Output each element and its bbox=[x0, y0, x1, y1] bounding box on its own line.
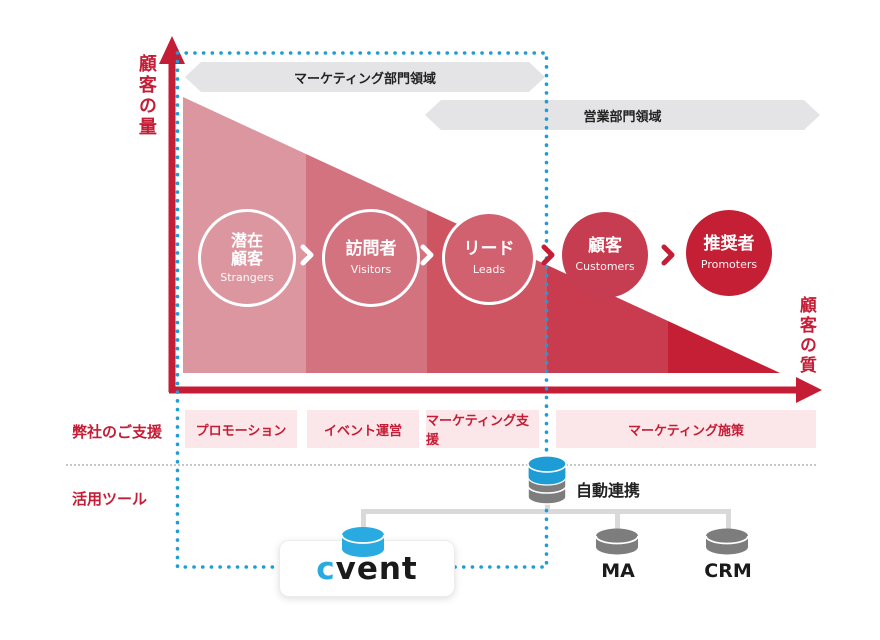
support-box-label: イベント運営 bbox=[323, 423, 402, 439]
ma-label: MA bbox=[601, 560, 635, 582]
stage-jp-label: リード bbox=[463, 239, 515, 260]
chevron-right-icon bbox=[541, 244, 555, 266]
sales-department-banner-label: 営業部門領域 bbox=[583, 109, 662, 125]
y-axis-label: 顧客の量 bbox=[135, 54, 157, 138]
section-divider bbox=[66, 464, 816, 466]
stage-en-label: Strangers bbox=[220, 271, 274, 285]
support-row-label: 弊社のご支援 bbox=[72, 423, 163, 441]
database-stack-icon bbox=[527, 455, 567, 505]
stage-en-label: Promoters bbox=[700, 257, 758, 271]
connector-crm-stub bbox=[726, 509, 731, 533]
auto-link-label: 自動連携 bbox=[576, 481, 641, 500]
support-box-marketing-support: マーケティング支援 bbox=[426, 410, 539, 448]
x-axis-arrowhead-icon bbox=[796, 377, 822, 403]
ma-database-icon bbox=[595, 528, 639, 555]
cvent-logo-c: c bbox=[316, 550, 336, 587]
chevron-right-icon bbox=[300, 244, 314, 266]
funnel-triangle-segment-4 bbox=[547, 265, 668, 373]
crm-label: CRM bbox=[704, 560, 752, 582]
stage-jp-label: 推奨者 bbox=[703, 234, 755, 255]
crm-database-icon bbox=[705, 528, 749, 555]
stage-en-label: Customers bbox=[575, 259, 635, 273]
support-box-label: プロモーション bbox=[195, 423, 287, 439]
cvent-database-icon bbox=[341, 527, 385, 557]
stage-circle-leads: リード Leads bbox=[442, 211, 536, 305]
chevron-right-icon bbox=[420, 244, 434, 266]
stage-jp-label: 顧客 bbox=[588, 236, 622, 257]
stage-en-label: Visitors bbox=[350, 262, 392, 276]
stage-en-label: Leads bbox=[472, 262, 506, 276]
stage-circle-strangers: 潜在 顧客 Strangers bbox=[198, 209, 296, 307]
support-box-label: マーケティング施策 bbox=[628, 423, 744, 439]
x-axis-label: 顧客の質 bbox=[795, 296, 816, 376]
stage-circle-promoters: 推奨者 Promoters bbox=[686, 210, 772, 296]
support-box-promotion: プロモーション bbox=[185, 410, 297, 448]
chevron-right-icon bbox=[661, 244, 675, 266]
stage-jp-label: 訪問者 bbox=[345, 239, 397, 260]
stage-circle-visitors: 訪問者 Visitors bbox=[322, 209, 420, 307]
stage-circle-customers: 顧客 Customers bbox=[562, 212, 648, 298]
support-box-label: マーケティング支援 bbox=[426, 414, 529, 448]
support-box-event: イベント運営 bbox=[307, 410, 419, 448]
tools-row-label: 活用ツール bbox=[72, 490, 148, 508]
stage-jp-line1: 潜在 bbox=[230, 230, 263, 250]
support-box-marketing-measures: マーケティング施策 bbox=[556, 410, 816, 448]
y-axis-arrowhead-icon bbox=[159, 36, 185, 64]
stage-jp-line2: 顧客 bbox=[230, 249, 263, 268]
connector-ma-stub bbox=[615, 509, 620, 533]
funnel-triangle-segment-5 bbox=[668, 321, 780, 373]
stage-jp-label: 潜在 顧客 bbox=[230, 230, 263, 269]
